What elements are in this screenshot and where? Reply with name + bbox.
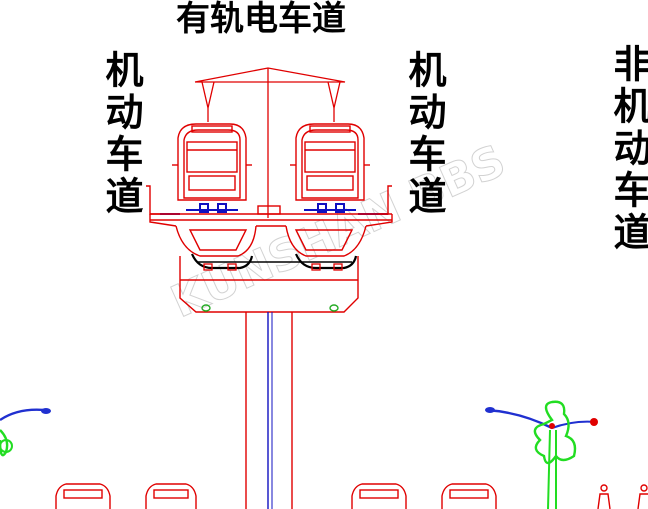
pier-cap: [179, 256, 359, 313]
car-2: [145, 483, 197, 509]
tram-right: [290, 123, 370, 201]
car-4: [441, 483, 497, 509]
deck-beam: [146, 185, 393, 257]
tram-lane-label: 有轨电车道: [176, 0, 346, 39]
motor-lane-right-label: 机动车道: [402, 50, 446, 218]
motor-lane-left-label: 机动车道: [99, 50, 143, 218]
svg-text:KUNSHAN BBS: KUNSHAN BBS: [164, 135, 513, 328]
lower-track: [190, 253, 358, 271]
tram-left: [172, 123, 252, 201]
non-motor-lane-label: 非机动车道: [607, 44, 648, 254]
car-1: [55, 483, 111, 509]
car-3: [351, 483, 407, 509]
street-lamp-right: [485, 400, 598, 509]
street-lamp-left: [0, 408, 51, 457]
watermark: KUNSHAN BBS: [163, 135, 513, 329]
pedestrian-1: [597, 484, 611, 509]
pedestrian-2: [637, 484, 648, 509]
canopy-roof: [194, 67, 346, 218]
pier-column: [245, 312, 293, 509]
